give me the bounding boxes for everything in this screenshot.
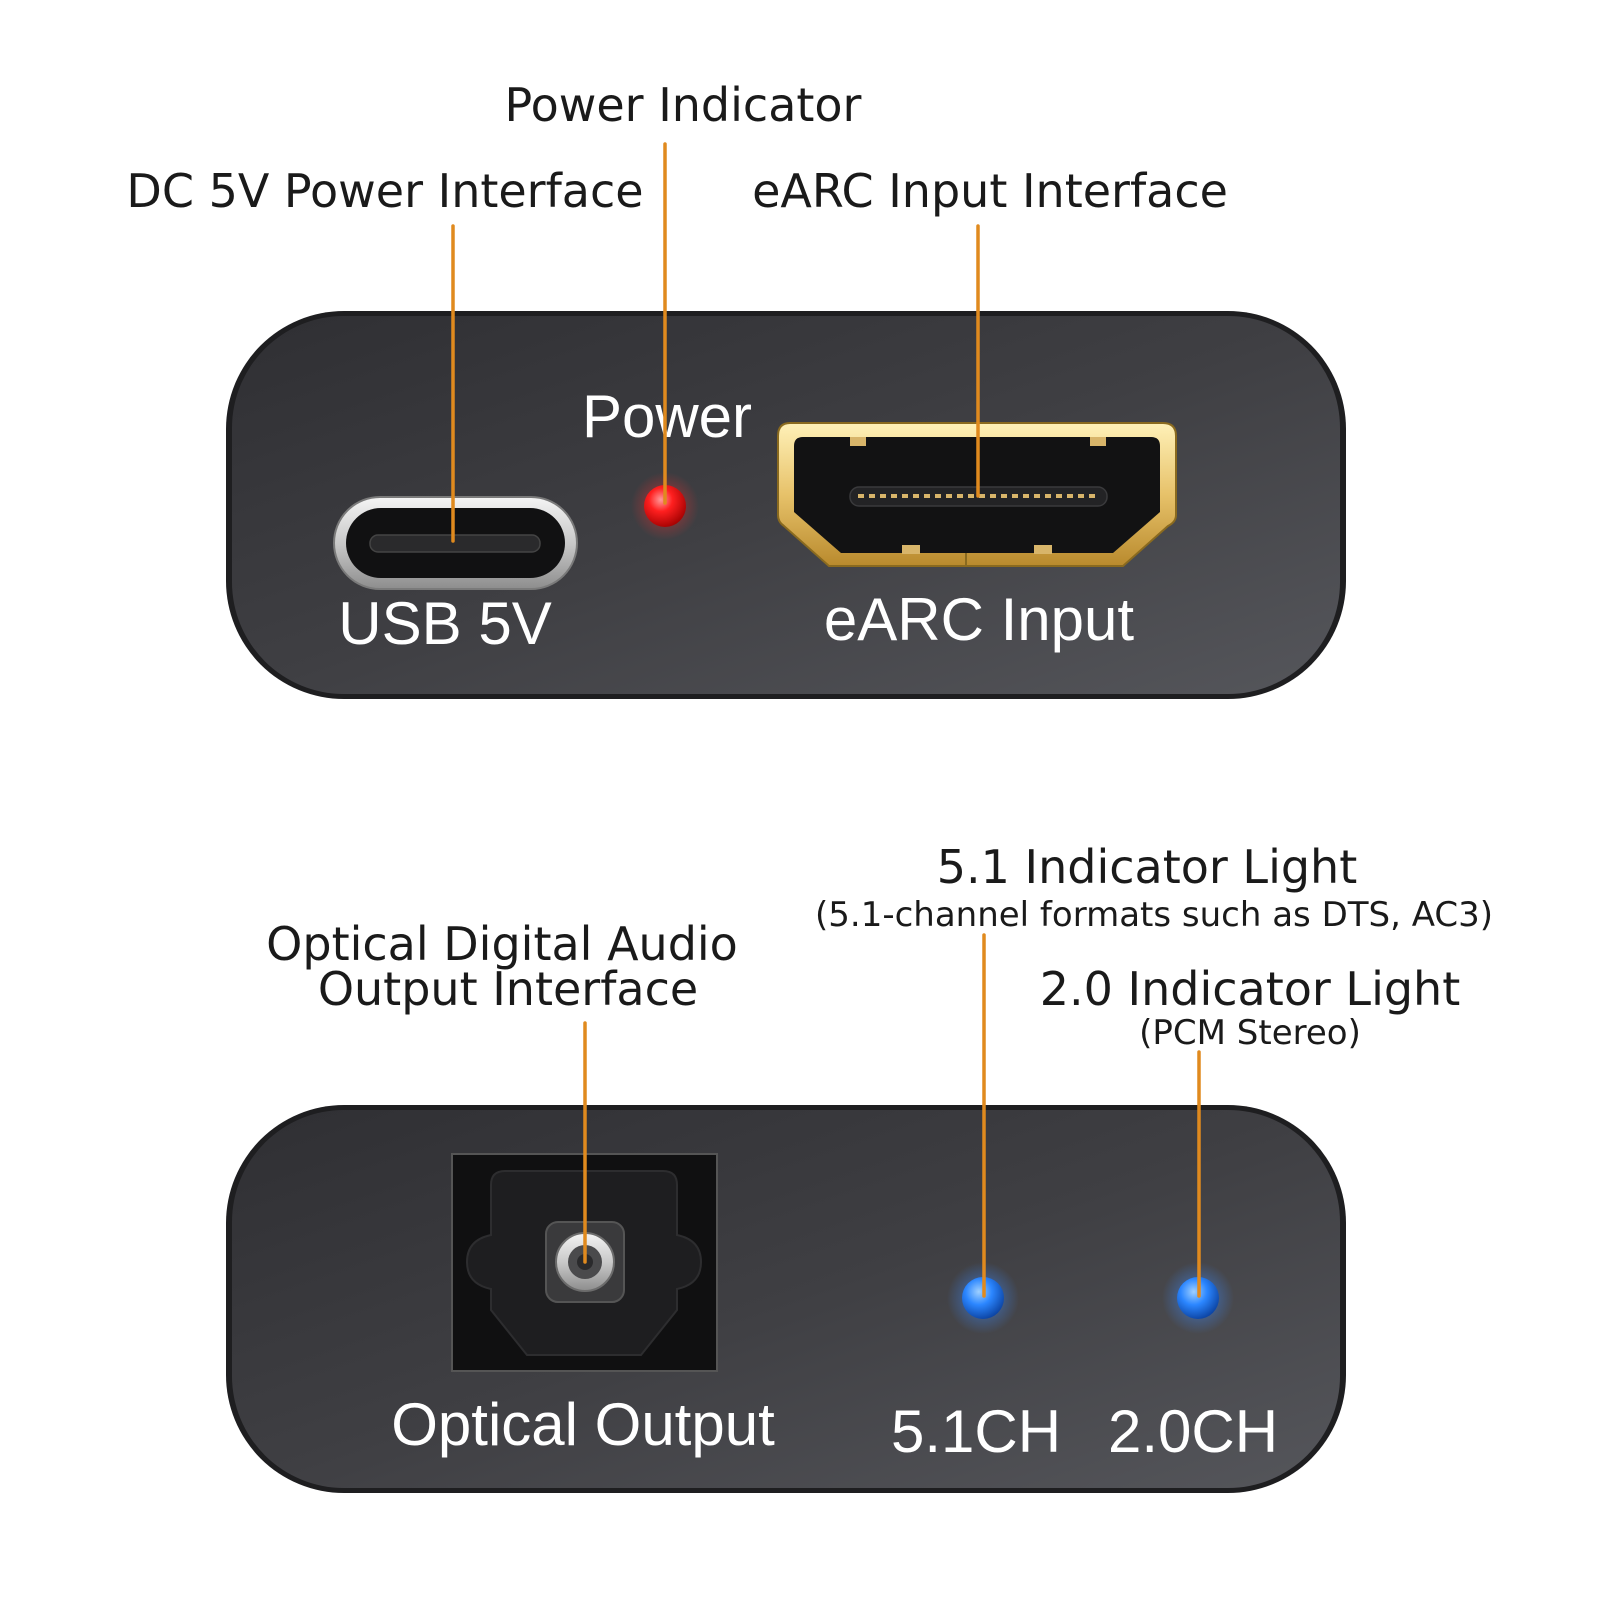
power-label: Power (582, 383, 752, 450)
callout-optical-line1: Optical Digital Audio (266, 917, 738, 971)
optical-label: Optical Output (391, 1391, 775, 1458)
callout-earc-input-interface: eARC Input Interface (752, 164, 1228, 218)
led-20-icon (1162, 1262, 1234, 1334)
callout-20-title: 2.0 Indicator Light (1040, 962, 1460, 1016)
ch51-label: 5.1CH (891, 1398, 1061, 1465)
callout-dc-power-interface: DC 5V Power Interface (126, 164, 643, 218)
callout-51-title: 5.1 Indicator Light (937, 840, 1357, 894)
device-bottom-panel: Optical Output 5.1CH 2.0CH (226, 1105, 1346, 1493)
callout-power-indicator: Power Indicator (505, 78, 862, 132)
ch20-label: 2.0CH (1108, 1398, 1278, 1465)
usb-c-port-icon (333, 496, 578, 590)
power-led-icon (631, 472, 699, 540)
callout-20-detail: (PCM Stereo) (1139, 1013, 1361, 1053)
callout-51-detail: (5.1-channel formats such as DTS, AC3) (815, 895, 1493, 935)
earc-label: eARC Input (824, 586, 1134, 653)
callouts: Power Indicator DC 5V Power Interface eA… (126, 78, 1493, 1053)
led-51-icon (947, 1262, 1019, 1334)
usb-label: USB 5V (338, 590, 551, 657)
callout-optical-line2: Output Interface (318, 962, 698, 1016)
leader-lines (451, 142, 1201, 1298)
device-top-panel: USB 5V Power eARC Input (226, 311, 1346, 699)
